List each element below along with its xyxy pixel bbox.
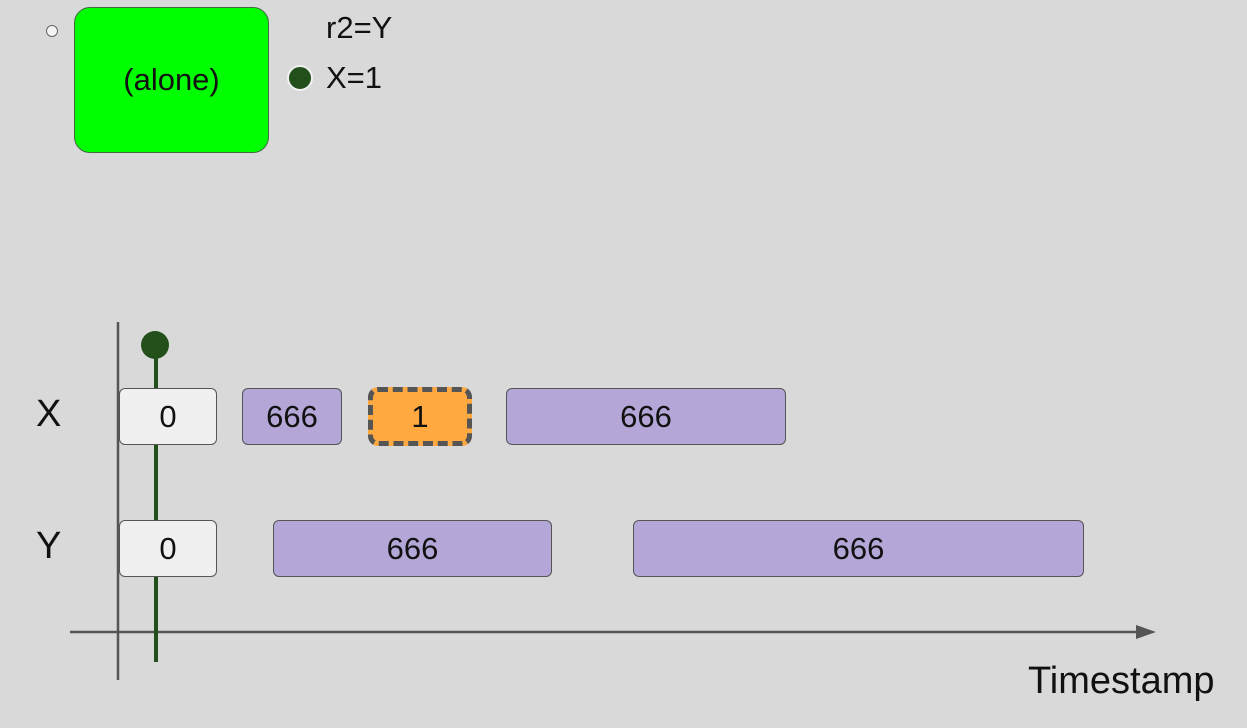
operation-read[interactable]: r2=Y: [326, 10, 393, 45]
x-cell-write[interactable]: 666: [506, 388, 786, 445]
y-cell-write[interactable]: 666: [633, 520, 1084, 577]
thread-label: (alone): [123, 62, 220, 97]
row-label-x: X: [36, 393, 62, 435]
operation-write[interactable]: X=1: [326, 60, 383, 95]
y-cell-write[interactable]: 666: [273, 520, 552, 577]
axis-label-timestamp: Timestamp: [1028, 660, 1215, 702]
current-operation-dot: [287, 65, 313, 91]
thread-radio[interactable]: [46, 25, 58, 37]
axis-arrowhead: [1136, 625, 1156, 639]
x-cell-current[interactable]: 1: [368, 387, 472, 446]
y-cell-init[interactable]: 0: [119, 520, 217, 577]
x-cell-write[interactable]: 666: [242, 388, 342, 445]
time-marker-dot[interactable]: [141, 331, 169, 359]
thread-box[interactable]: (alone): [74, 7, 269, 153]
row-label-y: Y: [36, 525, 62, 567]
x-cell-init[interactable]: 0: [119, 388, 217, 445]
